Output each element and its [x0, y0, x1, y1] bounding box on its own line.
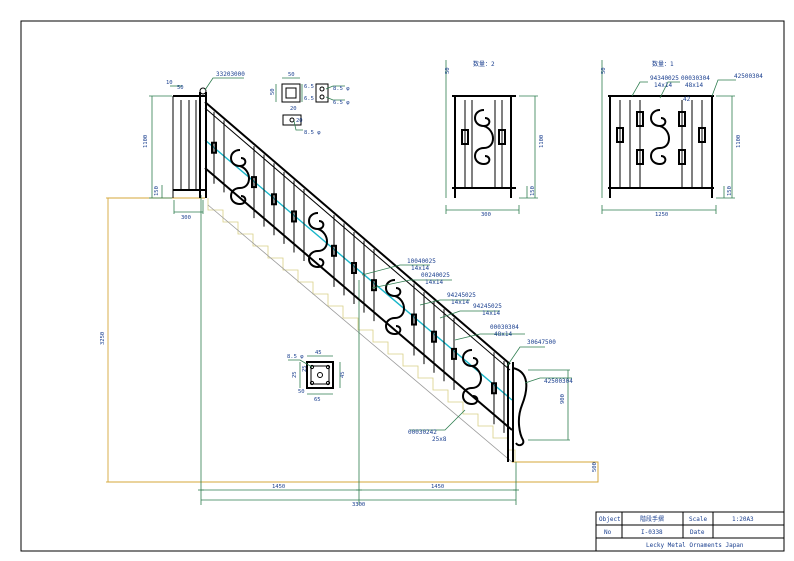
scroll-panel-lower [385, 279, 405, 336]
stair-steps [207, 198, 516, 462]
part-label-00030304-tr: 00030304 [681, 75, 710, 82]
title-block: Object 階段手摺 Scale 1:20A3 No I-0338 Date … [595, 511, 785, 552]
detail1-dim-a: 6.5 [304, 84, 314, 90]
baluster-collar [331, 244, 337, 257]
dim-right-height: 900 [560, 394, 566, 404]
detail1-dim-b: 6.5 [304, 96, 314, 102]
detail1-hole-c: 8.5 φ [304, 130, 321, 136]
part-label-30647500: 30647500 [527, 339, 556, 346]
panel-view-middle [445, 60, 538, 214]
dim-mid-top: 50 [445, 67, 451, 74]
part-spec-48x14-tr: 48x14 [685, 82, 703, 89]
detail1-hole-b: 6.5 φ [333, 100, 350, 106]
dim-left-height: 1100 [143, 135, 149, 148]
part-spec-48x14: 48x14 [494, 331, 512, 338]
detail1-dim-c: 20 [290, 106, 297, 112]
tb-no-value: I-0338 [641, 529, 663, 536]
dim-right-panel-top: 50 [601, 67, 607, 74]
dim-right-panel-height: 1100 [736, 135, 742, 148]
detail2-inner: 50 [298, 389, 305, 395]
dim-left-width: 300 [181, 215, 191, 221]
main-stair-view [106, 77, 599, 505]
part-label-00030304: 00030304 [490, 324, 519, 331]
dim-total-width: 3300 [352, 502, 365, 508]
dim-right-panel-foot: 150 [727, 186, 733, 196]
bracket-detail-1 [275, 77, 345, 131]
detail1-hole-a: 8.5 φ [333, 86, 350, 92]
dim-total-height: 3250 [100, 332, 106, 345]
baluster-collar [291, 210, 297, 223]
dim-left-top-50: 50 [177, 85, 184, 91]
baluster-collar [451, 347, 457, 360]
dim-left-foot: 150 [154, 186, 160, 196]
tb-scale-value: 1:20A3 [732, 516, 754, 523]
part-label-00030242: 00030242 [408, 429, 437, 436]
part-label-33203000: 33203000 [216, 71, 245, 78]
detail2-side: 25 [292, 371, 298, 378]
part-label-94340025: 94340025 [650, 75, 679, 82]
detail1-height: 50 [270, 88, 276, 95]
tb-date-label: Date [690, 529, 705, 536]
labels: 33203000 10040025 14x14 00240025 14x14 9… [100, 60, 763, 508]
dim-base-right: 1450 [431, 484, 444, 490]
part-label-94245025-b: 94245025 [473, 303, 502, 310]
tb-company: Lecky Metal Ornaments Japan [646, 542, 744, 549]
baluster-collar [411, 313, 417, 326]
dim-mid-foot: 150 [530, 186, 536, 196]
baluster-collar [251, 176, 257, 189]
dim-mid-height: 1100 [539, 135, 545, 148]
detail2-side2: 25 [302, 365, 308, 372]
baluster-collar [431, 330, 437, 343]
dim-right-panel-width: 1250 [655, 212, 668, 218]
scroll-panel-bottom [462, 349, 482, 406]
part-spec-14x14-b: 14x14 [425, 279, 443, 286]
detail2-base: 65 [314, 397, 321, 403]
left-end-view [149, 85, 205, 214]
detail2-height: 45 [340, 371, 346, 378]
detail2-width: 45 [315, 350, 322, 356]
quantity-label-right: 数量：1 [652, 60, 674, 68]
detail2-hole: 8.5 φ [287, 354, 304, 360]
part-spec-14x14-c: 14x14 [451, 299, 469, 306]
part-spec-25x8: 25x8 [432, 436, 447, 443]
detail1-width: 50 [288, 72, 295, 78]
part-spec-14x14-tr: 14x14 [654, 82, 672, 89]
sheet-border [20, 20, 785, 552]
part-spec-14x14-d: 14x14 [482, 310, 500, 317]
part-label-00240025: 00240025 [421, 272, 450, 279]
dim-mid-width: 300 [481, 212, 491, 218]
part-label-42500304: 42500304 [544, 378, 573, 385]
quantity-label-middle: 数量：2 [473, 60, 495, 68]
baluster-group [211, 111, 505, 433]
scroll-panel-middle [308, 212, 328, 269]
baluster-collar [371, 279, 377, 292]
detail1-dim-d: 20 [296, 118, 303, 124]
part-label-small-42: 42 [683, 96, 691, 103]
scroll-panel-upper [230, 149, 250, 206]
dim-left-top-10: 10 [166, 80, 173, 86]
base-plate-detail [288, 355, 341, 395]
part-label-94245025-a: 94245025 [447, 292, 476, 299]
tb-no-label: No [604, 529, 612, 536]
tb-object-label: Object [599, 516, 621, 523]
baluster-collar [491, 382, 497, 395]
baluster-collar [351, 261, 357, 274]
baluster-collar [211, 141, 217, 154]
panel-view-right [601, 60, 736, 214]
dim-right-step: 500 [592, 462, 598, 472]
part-label-10040025: 10040025 [407, 258, 436, 265]
tb-object-value: 階段手摺 [640, 515, 664, 523]
baluster-collar [271, 193, 277, 206]
part-label-42500304-tr: 42500304 [734, 73, 763, 80]
part-spec-14x14-a: 14x14 [411, 265, 429, 272]
tb-scale-label: Scale [689, 516, 707, 523]
dim-base-left: 1450 [272, 484, 285, 490]
